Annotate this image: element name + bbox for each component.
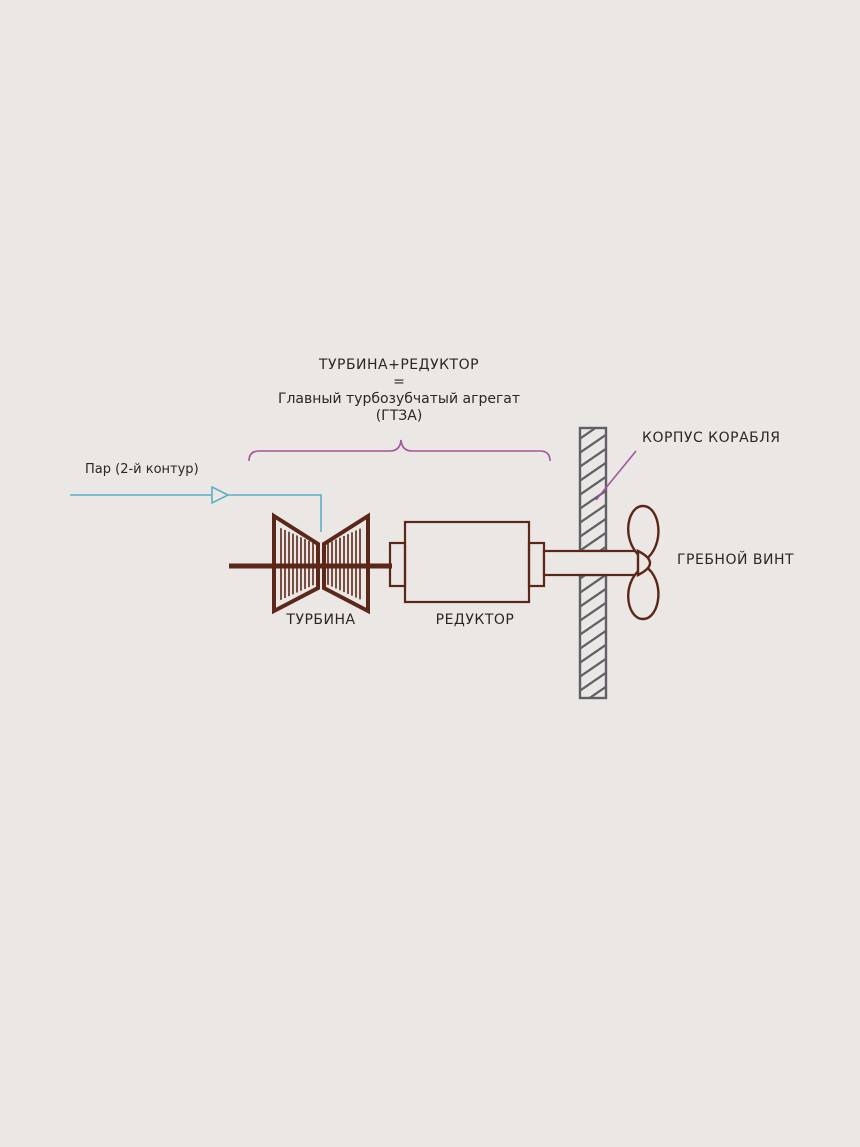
- hull-leader: [595, 450, 637, 501]
- reducer-left-flange: [388, 541, 407, 588]
- steam-line: [70, 485, 322, 532]
- turbine: [272, 512, 370, 615]
- assembly-title-line1: ТУРБИНА+РЕДУКТОР: [318, 357, 480, 373]
- hull-hatch-line: [580, 671, 606, 692]
- turbine-left-casing: [272, 512, 320, 615]
- turbine-label: ТУРБИНА: [286, 612, 356, 628]
- hull-hatch-line: [580, 517, 606, 538]
- hull-hatch-line: [580, 447, 606, 468]
- reducer-right-flange: [527, 541, 546, 588]
- steam-arrow-icon: [211, 485, 230, 505]
- assembly-title-equals: =: [393, 374, 405, 390]
- assembly-title-abbrev: (ГТЗА): [375, 408, 423, 424]
- hull-hatch-line: [580, 503, 606, 524]
- reducer-body: [403, 520, 531, 604]
- turbine-right-casing: [322, 512, 370, 615]
- assembly-title-line3: Главный турбозубчатый агрегат: [277, 391, 521, 407]
- propeller-hub: [636, 549, 652, 577]
- hull-hatch-line: [580, 531, 606, 552]
- hull-hatch-line: [580, 643, 606, 664]
- hull-hatch-line: [587, 685, 606, 698]
- ship-hull: [578, 426, 610, 720]
- hull-hatch-line: [580, 657, 606, 678]
- hull-hatch-line: [580, 601, 606, 622]
- assembly-title: ТУРБИНА+РЕДУКТОР = Главный турбозубчатый…: [278, 357, 520, 425]
- hull-hatch-line: [580, 475, 606, 496]
- propeller: [627, 504, 660, 621]
- propeller-upper-blade: [627, 504, 660, 562]
- hull-hatch-line: [580, 489, 606, 510]
- hull-hatch-line: [578, 698, 610, 720]
- brace: [248, 439, 551, 462]
- hull-hatch-line: [580, 629, 606, 650]
- hull-hatch-line: [580, 461, 606, 482]
- steam-label: Пар (2-й контур): [85, 462, 199, 477]
- reducer-label: РЕДУКТОР: [435, 612, 515, 628]
- propeller-lower-blade: [627, 564, 660, 621]
- turbine-blades: [280, 528, 361, 600]
- hull-label: КОРПУС КОРАБЛЯ: [642, 430, 781, 446]
- propeller-label: ГРЕБНОЙ ВИНТ: [677, 552, 795, 568]
- reducer: [388, 520, 546, 604]
- hull-hatch-line: [580, 433, 606, 454]
- hull-hatch-line: [580, 615, 606, 636]
- hull-hatch-line: [580, 587, 606, 608]
